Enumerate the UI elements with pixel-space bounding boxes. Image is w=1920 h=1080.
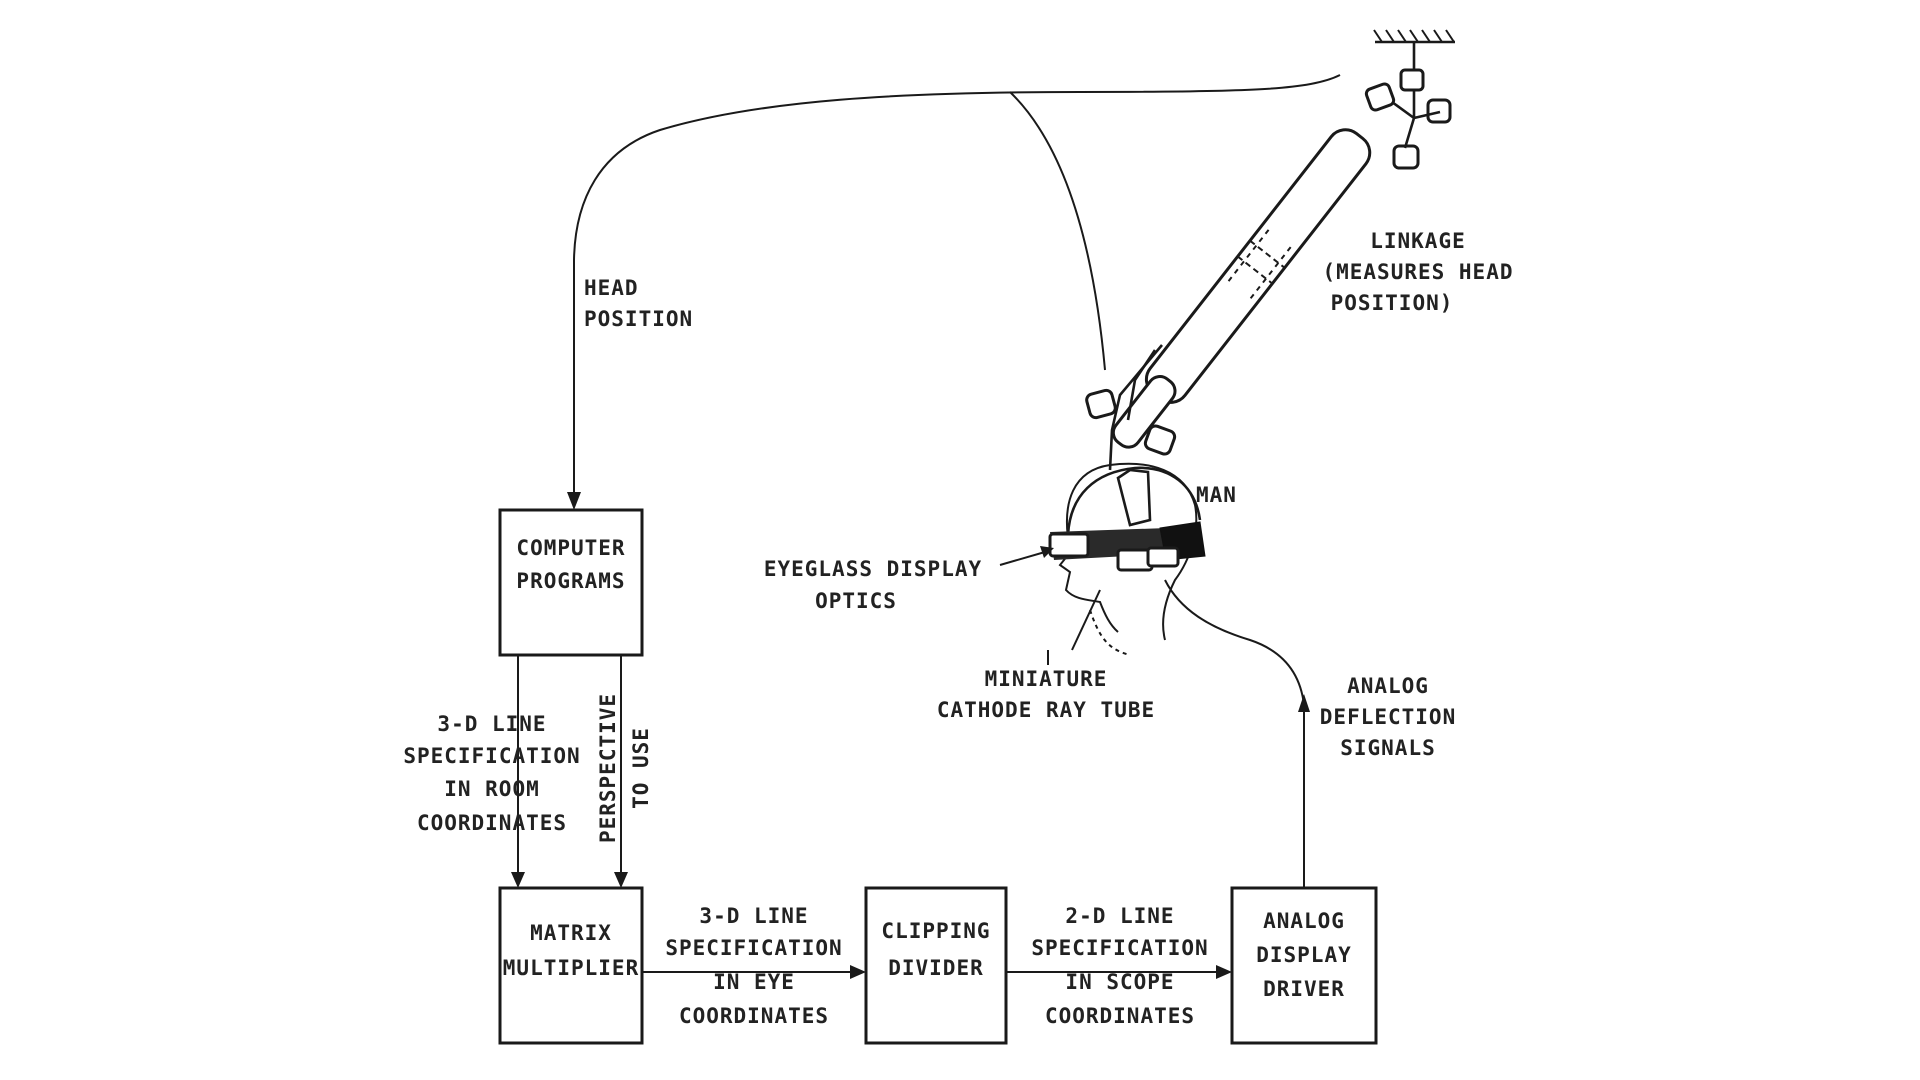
room-spec-label-1: 3-D LINE — [437, 712, 546, 736]
computer-programs-label-1: COMPUTER — [516, 536, 625, 560]
perspective-label-1: PERSPECTIVE — [596, 693, 620, 843]
linkage-label-2: (MEASURES HEAD — [1322, 260, 1513, 284]
eyeglass-label-2: OPTICS — [815, 589, 897, 613]
analog-display-driver-block: ANALOG DISPLAY DRIVER — [1230, 886, 1378, 1045]
computer-programs-block: COMPUTER PROGRAMS — [498, 508, 644, 657]
analog-display-driver-label-3: DRIVER — [1263, 977, 1345, 1001]
clipping-divider-label-2: DIVIDER — [888, 956, 984, 980]
analog-signals-label-1: ANALOG — [1347, 674, 1429, 698]
scope-spec-label-2: SPECIFICATION — [1031, 936, 1208, 960]
eyeglass-label-1: EYEGLASS DISPLAY — [764, 557, 982, 581]
clipping-divider-label-1: CLIPPING — [881, 919, 990, 943]
linkage-label-1: LINKAGE — [1370, 229, 1466, 253]
perspective-arrowhead — [614, 872, 628, 888]
clipping-divider-block: CLIPPING DIVIDER — [864, 886, 1008, 1045]
analog-display-driver-label-2: DISPLAY — [1256, 943, 1352, 967]
man-label: MAN — [1196, 483, 1237, 507]
room-spec-arrowhead — [511, 872, 525, 888]
perspective-label-2: TO USE — [629, 727, 653, 809]
eye-spec-label-2: SPECIFICATION — [665, 936, 842, 960]
analog-signal-cable — [1164, 579, 1305, 888]
crt-label-1: MINIATURE — [985, 667, 1108, 691]
scope-spec-label-3: IN SCOPE — [1065, 970, 1174, 994]
eye-spec-arrowhead — [850, 965, 866, 979]
eye-spec-label-1: 3-D LINE — [699, 904, 808, 928]
scope-spec-arrowhead — [1216, 965, 1232, 979]
scope-spec-label-4: COORDINATES — [1045, 1004, 1195, 1028]
room-spec-label-3: IN ROOM — [444, 777, 540, 801]
analog-signal-arrowhead — [1298, 694, 1310, 712]
computer-programs-label-2: PROGRAMS — [516, 569, 625, 593]
linkage-illustration — [1085, 29, 1455, 471]
room-spec-label-4: COORDINATES — [417, 811, 567, 835]
man-head-illustration — [999, 462, 1206, 665]
head-position-label-2: POSITION — [584, 307, 693, 331]
matrix-multiplier-label-1: MATRIX — [530, 921, 612, 945]
head-position-cable — [573, 74, 1341, 495]
head-position-arrowhead — [567, 492, 581, 510]
analog-signals-label-3: SIGNALS — [1340, 736, 1436, 760]
matrix-multiplier-label-2: MULTIPLIER — [503, 956, 639, 980]
room-spec-label-2: SPECIFICATION — [403, 744, 580, 768]
linkage-label-3: POSITION) — [1331, 291, 1454, 315]
analog-display-driver-label-1: ANALOG — [1263, 909, 1345, 933]
headgear-cable — [1009, 91, 1106, 371]
eye-spec-label-3: IN EYE — [713, 970, 795, 994]
scope-spec-label-1: 2-D LINE — [1065, 904, 1174, 928]
head-position-label-1: HEAD — [584, 276, 639, 300]
matrix-multiplier-block: MATRIX MULTIPLIER — [498, 886, 644, 1045]
eye-spec-label-4: COORDINATES — [679, 1004, 829, 1028]
analog-signals-label-2: DEFLECTION — [1320, 705, 1456, 729]
crt-label-2: CATHODE RAY TUBE — [937, 698, 1155, 722]
